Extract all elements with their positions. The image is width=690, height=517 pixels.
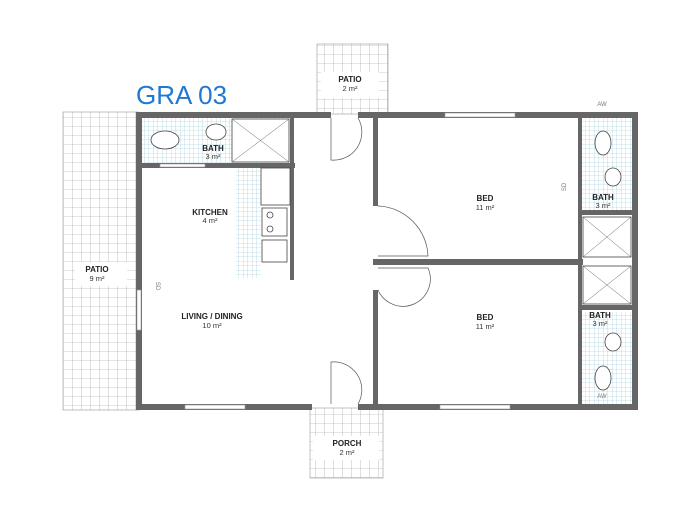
bath-right-top-label: BATH <box>592 193 614 202</box>
living-dining-area-text: 10 m² <box>202 321 222 330</box>
bath-right-bottom-area-text: 3 m² <box>593 319 609 328</box>
bath-left-area-text: 3 m² <box>206 152 222 161</box>
wall <box>581 210 633 215</box>
fridge-icon <box>260 167 291 206</box>
toilet-icon <box>150 130 180 150</box>
window <box>444 112 516 118</box>
wall <box>140 163 295 168</box>
bed-bottom-label: BED <box>477 313 494 322</box>
shower-drain-lines <box>582 216 632 258</box>
toilet-icon <box>594 365 612 391</box>
porch-label-backdrop <box>313 436 379 460</box>
shower-drain-lines <box>582 265 632 305</box>
patio-left-area <box>62 111 140 411</box>
sink-icon <box>604 332 622 352</box>
sd-left-note: SD <box>154 282 160 291</box>
window <box>439 404 511 410</box>
kitchen-area-text: 4 m² <box>203 216 219 225</box>
window <box>184 404 246 410</box>
wall <box>581 305 633 310</box>
bath-left-label: BATH <box>202 144 224 153</box>
porch-label: PORCH <box>333 439 362 448</box>
bed-bottom-area-text: 11 m² <box>476 322 495 331</box>
aw-top-note: AW <box>597 102 607 108</box>
window <box>136 289 142 331</box>
bed-top-label: BED <box>477 194 494 203</box>
patio-left-area-text: 9 m² <box>90 274 106 283</box>
door-swing-porch <box>330 361 363 405</box>
kitchen-label: KITCHEN <box>192 208 228 217</box>
wall <box>136 112 331 118</box>
patio-left-label-backdrop <box>75 262 127 286</box>
wall <box>373 290 378 410</box>
shower-drain-lines <box>231 118 290 163</box>
wall <box>578 112 582 410</box>
wall <box>373 112 378 206</box>
wall <box>632 112 638 410</box>
aw-bottom-note: AW <box>597 394 607 400</box>
living-dining-label: LIVING / DINING <box>181 312 242 321</box>
patio-top-label-backdrop <box>321 72 379 98</box>
windows <box>136 112 516 410</box>
room-labels: PATIO 2 m² BATH 3 m² KITCHEN 4 m² PATIO … <box>85 75 614 457</box>
bath-right-top-area-text: 3 m² <box>596 201 612 210</box>
wall <box>290 118 294 280</box>
door-swing-bed-top <box>377 205 429 257</box>
sink-icon <box>604 167 622 187</box>
porch-area-text: 2 m² <box>340 448 356 457</box>
window <box>159 163 206 168</box>
patio-left-label: PATIO <box>85 265 108 274</box>
bed-top-area-text: 11 m² <box>476 203 495 212</box>
wall <box>136 112 142 410</box>
kitchen-sink-icon <box>261 239 288 263</box>
fixtures <box>150 118 632 391</box>
door-swing-patio <box>330 117 363 161</box>
patio-top-area-text: 2 m² <box>343 84 359 93</box>
plan-title: GRA 03 <box>136 80 227 110</box>
sd-right-note: SD <box>562 182 568 191</box>
bath-right-bottom-label: BATH <box>589 311 611 320</box>
stove-icon <box>261 207 288 237</box>
kitchen-counter-tiles <box>236 168 261 278</box>
sink-icon <box>205 123 227 141</box>
burner-icon <box>266 225 274 233</box>
door-swing-bed-bottom <box>377 267 431 307</box>
doors <box>330 117 431 405</box>
patio-top-label: PATIO <box>338 75 361 84</box>
burner-icon <box>266 211 274 219</box>
toilet-icon <box>594 130 612 156</box>
wall <box>373 259 583 265</box>
